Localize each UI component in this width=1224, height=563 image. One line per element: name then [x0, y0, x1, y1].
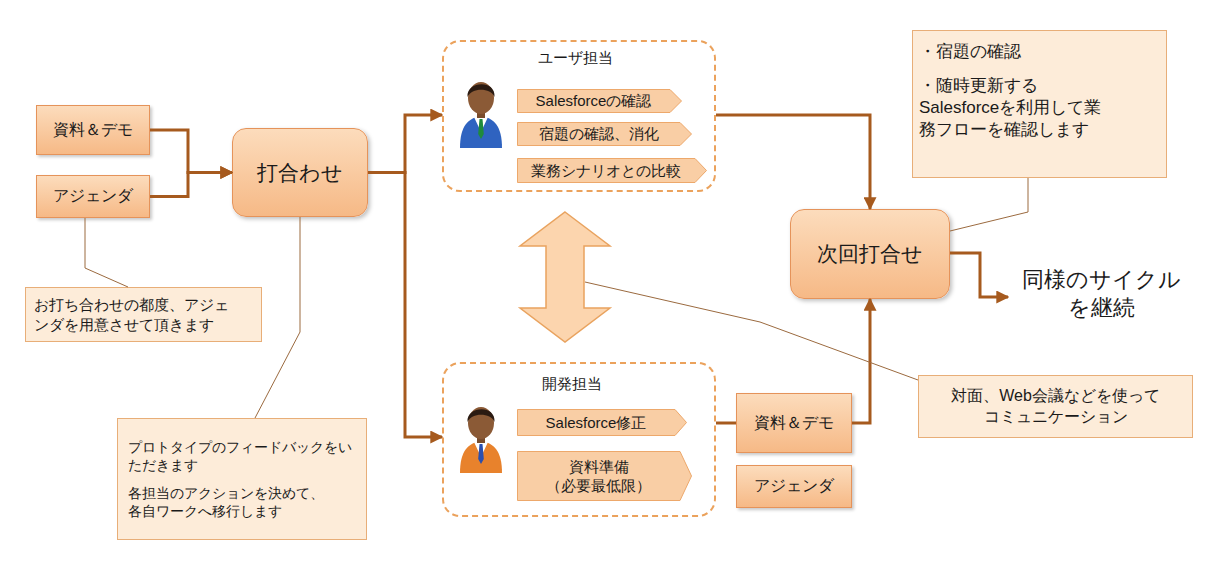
meeting-box: 次回打合せ: [790, 209, 950, 299]
node-text: Salesforce修正: [546, 413, 647, 433]
node-text: 対面、Web会議などを使って コミュニケーション: [927, 386, 1184, 428]
flow-arrow: [368, 115, 442, 173]
node-text: プロトタイプのフィードバックをい ただきます: [128, 438, 356, 474]
node-text: 資料準備 （必要最低限）: [517, 457, 680, 496]
flow-arrow: [716, 422, 736, 425]
task-tag: Salesforceの確認: [517, 89, 682, 113]
leader-line: [85, 218, 128, 287]
flow-arrow: [150, 173, 232, 197]
node-text: お打ち合わせの都度、アジェ ンダを用意させて頂きます: [34, 295, 253, 334]
group-heading: 開発担当: [542, 374, 602, 394]
task-tag: Salesforce修正: [517, 409, 687, 436]
leader-line: [950, 178, 1028, 231]
shirt: [474, 442, 488, 457]
person-icon: [460, 82, 502, 148]
task-tag: 資料準備 （必要最低限）: [517, 451, 692, 501]
tie: [478, 119, 484, 139]
node-text: ・宿題の確認: [919, 41, 1160, 63]
note-callout: 対面、Web会議などを使って コミュニケーション: [918, 375, 1193, 438]
node-text: アジェンダ: [53, 186, 133, 207]
tag-shape: [518, 410, 687, 436]
neck: [477, 109, 485, 118]
tag-shape: [518, 159, 707, 183]
node-text: アジェンダ: [754, 476, 834, 497]
head: [468, 407, 494, 439]
suit: [460, 116, 502, 148]
shirt: [474, 117, 488, 132]
tag-shape: [518, 452, 692, 501]
flow-arrow: [150, 130, 232, 173]
node-text: 各担当のアクションを決めて、 各自ワークへ移行します: [128, 484, 356, 520]
tag-shape: [518, 123, 692, 146]
hair: [467, 84, 494, 97]
note-callout: プロトタイプのフィードバックをい ただきます各担当のアクションを決めて、 各自ワ…: [117, 418, 367, 540]
note-callout: ・宿題の確認・随時更新する Salesforceを利用して業 務フローを確認しま…: [912, 30, 1167, 178]
leader-line: [585, 282, 918, 380]
node-text: 業務シナリオとの比較: [531, 161, 681, 181]
meeting-box: 打合わせ: [232, 128, 368, 217]
tie: [478, 444, 484, 464]
node-text: 宿題の確認、消化: [539, 124, 659, 144]
material-box: 資料＆デモ: [36, 105, 150, 155]
task-tag: 宿題の確認、消化: [517, 122, 692, 146]
hair: [467, 409, 494, 422]
node-text: Salesforceの確認: [536, 91, 652, 111]
neck: [477, 434, 485, 443]
tag-shape: [518, 90, 682, 113]
cycle-text: 同様のサイクル を継続: [1015, 266, 1187, 321]
leader-line: [255, 217, 300, 418]
agenda-box: アジェンダ: [36, 175, 150, 218]
node-text: ・随時更新する Salesforceを利用して業 務フローを確認します: [919, 75, 1160, 141]
flow-arrow: [950, 253, 1008, 297]
double-arrow: [520, 212, 610, 342]
agenda-box: アジェンダ: [736, 465, 852, 508]
task-tag: 業務シナリオとの比較: [517, 158, 707, 183]
role-group: ユーザ担当 Salesforceの確認宿題の確認、消化業務シナリオとの比較: [442, 40, 716, 192]
suit: [460, 441, 502, 473]
material-box: 資料＆デモ: [736, 393, 852, 453]
group-heading: ユーザ担当: [538, 48, 613, 68]
head: [468, 82, 494, 114]
flow-arrow: [716, 115, 870, 209]
flow-arrow: [852, 299, 870, 423]
node-text: 資料＆デモ: [754, 413, 834, 434]
node-text: 資料＆デモ: [53, 120, 133, 141]
role-group: 開発担当 Salesforce修正資料準備 （必要最低限）: [442, 362, 716, 517]
flow-arrow: [368, 173, 442, 438]
person-icon: [460, 407, 502, 473]
node-text: 次回打合せ: [817, 240, 923, 267]
note-callout: お打ち合わせの都度、アジェ ンダを用意させて頂きます: [25, 287, 262, 342]
node-text: 打合わせ: [257, 159, 343, 186]
